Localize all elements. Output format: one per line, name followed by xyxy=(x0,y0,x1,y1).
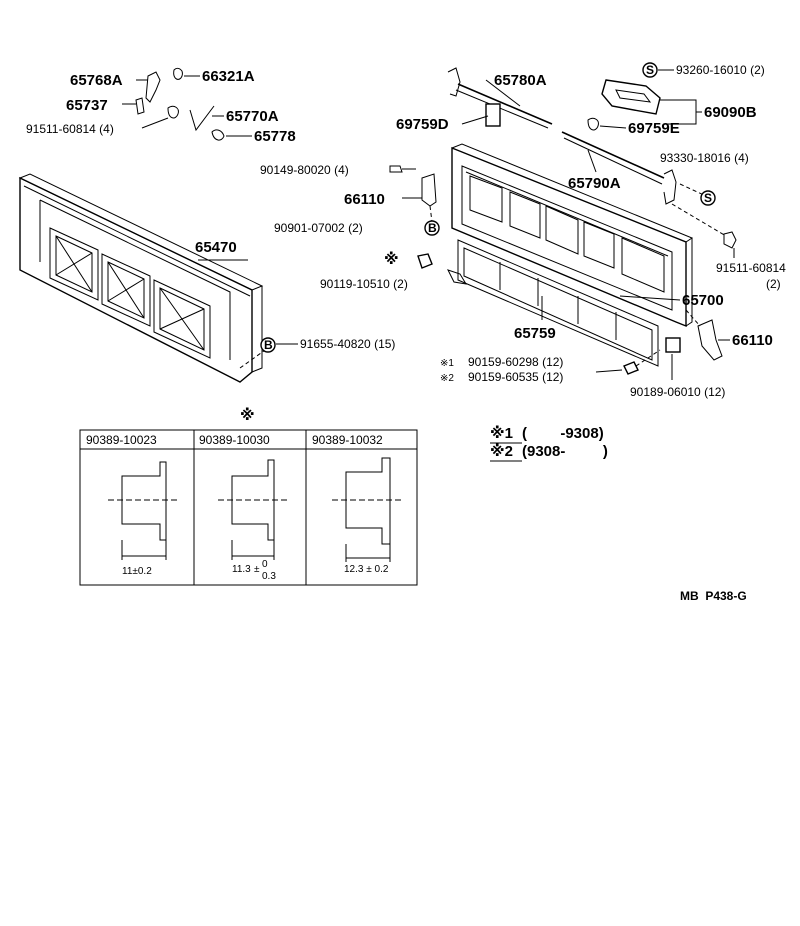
handle-assembly xyxy=(587,79,661,131)
table-header-1: 90389-10023 xyxy=(86,433,157,447)
label-65778: 65778 xyxy=(254,128,296,145)
leader-b-clip xyxy=(239,347,269,369)
label-93260: 93260-16010 (2) xyxy=(676,63,765,77)
label-90901: 90901-07002 (2) xyxy=(274,221,363,235)
table-dim-1: 11±0.2 xyxy=(122,566,152,577)
label-90149: 90149-80020 (4) xyxy=(260,163,349,177)
label-65759: 65759 xyxy=(514,325,556,342)
label-65700: 65700 xyxy=(682,292,724,309)
label-66110-bottom: 66110 xyxy=(732,332,773,349)
production-legend: ※1 ( -9308) ※2 (9308- ) xyxy=(490,424,608,462)
lock-parts-group xyxy=(135,67,225,141)
screw-90149 xyxy=(389,165,403,173)
nut-asterisk xyxy=(417,253,433,269)
mark-1: ※1 xyxy=(440,358,454,369)
screw-90159 xyxy=(623,361,639,375)
spacer-drawing-2 xyxy=(218,459,288,560)
label-90189: 90189-06010 (12) xyxy=(630,385,725,399)
label-65780A: 65780A xyxy=(494,72,547,89)
spacer-table: 90389-10023 90389-10030 90389-10032 11±0… xyxy=(79,429,418,586)
legend-mark-1: ※1 xyxy=(490,424,513,442)
label-91511-60814-a: 91511-60814 (4) xyxy=(26,122,114,136)
b-circle-icon-center xyxy=(424,220,440,236)
label-66321A: 66321A xyxy=(202,68,255,85)
label-65790A: 65790A xyxy=(568,175,621,192)
label-91511-60814-b: 91511-60814 xyxy=(716,261,786,275)
page-code: MB P438-G xyxy=(680,589,747,603)
lock-clip-shape xyxy=(145,71,161,103)
table-dim-2: 11.3 xyxy=(232,564,251,575)
label-90159-1: 90159-60298 (12) xyxy=(468,355,563,369)
b-mark: B xyxy=(264,338,273,352)
legend-range-2: (9308- ) xyxy=(522,443,608,460)
rod-65790A xyxy=(561,131,677,205)
bolt-90119 xyxy=(447,269,467,285)
legend-mark-2: ※2 xyxy=(490,442,513,460)
table-dim-2-pm: ± xyxy=(254,564,260,575)
table-asterisk: ※ xyxy=(240,406,255,424)
table-dim-3: 12.3 ± 0.2 xyxy=(344,564,389,575)
label-91511-qty: (2) xyxy=(766,277,781,291)
label-93330: 93330-18016 (4) xyxy=(660,151,749,165)
label-65737: 65737 xyxy=(66,97,108,114)
table-dim-2-lower: 0.3 xyxy=(262,571,276,582)
label-66110-top: 66110 xyxy=(344,191,385,208)
clip-91511-right xyxy=(723,231,737,249)
spacer-drawing-3 xyxy=(332,457,404,562)
seal-65759 xyxy=(457,239,659,367)
table-header-2: 90389-10030 xyxy=(199,433,270,447)
s-circle-icon-top xyxy=(642,62,658,78)
mark-2: ※2 xyxy=(440,373,454,384)
hinge-66110-bottom xyxy=(697,319,723,361)
inner-panel-65470 xyxy=(18,173,264,383)
asterisk-mark: ※ xyxy=(384,250,399,268)
label-69759E: 69759E xyxy=(628,120,680,137)
label-65770A: 65770A xyxy=(226,108,279,125)
s-mark-top: S xyxy=(646,63,654,77)
label-91655: 91655-40820 (15) xyxy=(300,337,395,351)
label-90119: 90119-10510 (2) xyxy=(320,277,408,291)
spacer-drawing-1 xyxy=(108,461,178,560)
s-circle-icon-bottom xyxy=(700,190,716,206)
label-65470: 65470 xyxy=(195,239,237,256)
b-mark-center: B xyxy=(428,221,437,235)
label-90159-2: 90159-60535 (12) xyxy=(468,370,563,384)
rod-65780A xyxy=(447,67,553,129)
s-mark-bottom: S xyxy=(704,191,712,205)
table-header-3: 90389-10032 xyxy=(312,433,383,447)
table-dim-2-upper: 0 xyxy=(262,559,268,570)
hinge-66110-top xyxy=(421,173,437,207)
label-69090B: 69090B xyxy=(704,104,757,121)
b-circle-icon xyxy=(260,337,276,353)
label-65768A: 65768A xyxy=(70,72,123,89)
legend-range-1: ( -9308) xyxy=(522,425,604,442)
tailgate-panel-65700 xyxy=(451,143,694,328)
nut-90189 xyxy=(665,337,681,353)
label-69759D: 69759D xyxy=(396,116,449,133)
